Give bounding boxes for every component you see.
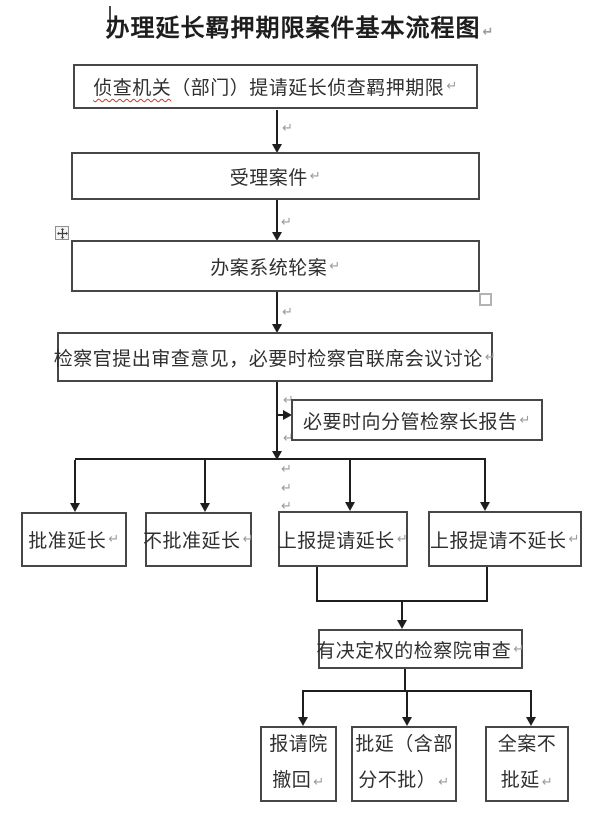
flow-box-request-extension[interactable]: 侦查机关（部门）提请延长侦查羁押期限↵: [73, 64, 478, 109]
label-line-2: 撤回: [272, 770, 312, 791]
flow-box-label: 批准延长: [28, 531, 107, 552]
connector-line: [486, 567, 488, 602]
connector-line: [404, 669, 406, 692]
flow-box-label: 上报提请延长: [277, 530, 395, 552]
move-cross-icon: [56, 227, 68, 239]
pilcrow-mark: ↵: [283, 393, 294, 408]
pilcrow-mark: ↵: [313, 775, 325, 790]
label-line-2: 分不批）: [358, 770, 437, 791]
pilcrow-mark: ↵: [484, 349, 497, 365]
flow-box-disapprove-extension[interactable]: 不批准延长↵: [143, 512, 254, 567]
pilcrow-mark: ↵: [446, 79, 458, 94]
arrowhead-down-icon: [402, 717, 412, 726]
connector-line: [406, 692, 408, 718]
pilcrow-mark: ↵: [281, 481, 292, 496]
pilcrow-mark: ↵: [438, 775, 450, 790]
connector-line: [484, 460, 486, 503]
pilcrow-mark: ↵: [396, 531, 409, 547]
connector-line: [530, 692, 532, 718]
arrowhead-down-icon: [272, 144, 282, 153]
flow-box-label: 有决定权的检察院审查: [316, 640, 512, 662]
pilcrow-mark: ↵: [329, 258, 341, 274]
page-title-text: 办理延长羁押期限案件基本流程图: [105, 16, 481, 42]
flow-box-label: 受理案件: [229, 167, 308, 189]
connector-line: [276, 110, 278, 146]
arrowhead-right-icon: [283, 410, 292, 420]
pilcrow-mark: ↵: [541, 775, 554, 790]
pilcrow-mark: ↵: [568, 531, 580, 547]
connector-line: [276, 382, 278, 452]
connector-line: [204, 460, 206, 504]
flow-box-label: 检察官提出审查意见，必要时检察官联席会议讨论: [53, 348, 483, 370]
flow-box-label: 批延（含部分不批）↵: [355, 727, 453, 801]
pilcrow-mark: ↵: [482, 25, 495, 40]
flow-box-prosecutor-opinion[interactable]: 检察官提出审查意见，必要时检察官联席会议讨论↵: [53, 332, 497, 382]
flow-box-whole-case-not-approved[interactable]: 全案不批延↵: [485, 726, 569, 802]
pilcrow-mark: ↵: [513, 641, 525, 657]
label-line-2: 批延: [500, 770, 540, 791]
pilcrow-mark: ↵: [283, 431, 294, 446]
shape-move-handle[interactable]: [55, 226, 69, 240]
pilcrow-mark: ↵: [108, 532, 120, 547]
flow-box-label: （部门）提请延长侦查羁押期限: [171, 78, 445, 99]
label-line-1: 全案不: [497, 734, 557, 755]
page-title: 办理延长羁押期限案件基本流程图↵: [0, 8, 600, 43]
pilcrow-mark: ↵: [281, 499, 292, 514]
arrowhead-down-icon: [480, 502, 490, 511]
spellchecked-text: 侦查机关: [93, 78, 172, 99]
flow-box-label: 全案不批延↵: [498, 727, 557, 801]
pilcrow-mark: ↵: [309, 168, 322, 184]
label-line-1: 报请院: [269, 734, 328, 755]
pilcrow-mark: ↵: [242, 532, 254, 547]
arrowhead-down-icon: [272, 324, 282, 333]
flow-box-report-to-chief-prosecutor[interactable]: 必要时向分管检察长报告↵: [291, 399, 543, 441]
flow-box-case-rotation-system[interactable]: 办案系统轮案↵: [71, 240, 480, 292]
text-cursor: [109, 6, 111, 35]
flow-box-label: 办案系统轮案: [210, 257, 328, 279]
connector-line: [302, 692, 304, 718]
flow-box-deciding-procuratorate-review[interactable]: 有决定权的检察院审查↵: [316, 629, 525, 669]
connector-line: [276, 200, 278, 234]
pilcrow-mark: ↵: [519, 412, 531, 428]
connector-line: [75, 458, 486, 460]
flow-box-request-withdrawal[interactable]: 报请院撤回↵: [260, 726, 337, 802]
pilcrow-mark: ↵: [281, 462, 292, 477]
connector-line: [302, 690, 532, 692]
arrowhead-down-icon: [298, 717, 308, 726]
flow-box-label: 必要时向分管检察长报告: [303, 411, 518, 433]
label-line-1: 批延（含部: [355, 734, 453, 755]
arrowhead-down-icon: [70, 503, 80, 512]
connector-line: [316, 567, 318, 602]
arrowhead-down-icon: [397, 620, 407, 629]
flow-box-label: 报请院撤回↵: [269, 727, 328, 801]
connector-line: [401, 602, 403, 622]
flow-box-label: 不批准延长: [143, 531, 241, 552]
arrowhead-down-icon: [272, 451, 282, 460]
arrowhead-down-icon: [526, 717, 536, 726]
pilcrow-mark: ↵: [282, 121, 293, 136]
connector-line: [349, 460, 351, 503]
flow-box-approve-extension-partial[interactable]: 批延（含部分不批）↵: [351, 726, 457, 802]
pilcrow-mark: ↵: [282, 305, 293, 320]
connector-line: [276, 292, 278, 326]
arrowhead-down-icon: [345, 502, 355, 511]
connector-line: [278, 414, 286, 416]
arrowhead-down-icon: [200, 503, 210, 512]
arrowhead-down-icon: [272, 232, 282, 241]
shape-resize-handle[interactable]: [479, 293, 492, 306]
pilcrow-mark: ↵: [281, 215, 292, 230]
connector-line: [316, 600, 488, 602]
flow-box-submit-request-no-extension[interactable]: 上报提请不延长↵: [428, 511, 582, 567]
flow-box-submit-request-extension[interactable]: 上报提请延长↵: [278, 511, 408, 567]
connector-line: [74, 460, 76, 504]
flow-box-label: 上报提请不延长: [430, 530, 567, 552]
flow-box-approve-extension[interactable]: 批准延长↵: [21, 512, 127, 567]
flow-box-accept-case[interactable]: 受理案件↵: [71, 152, 480, 200]
